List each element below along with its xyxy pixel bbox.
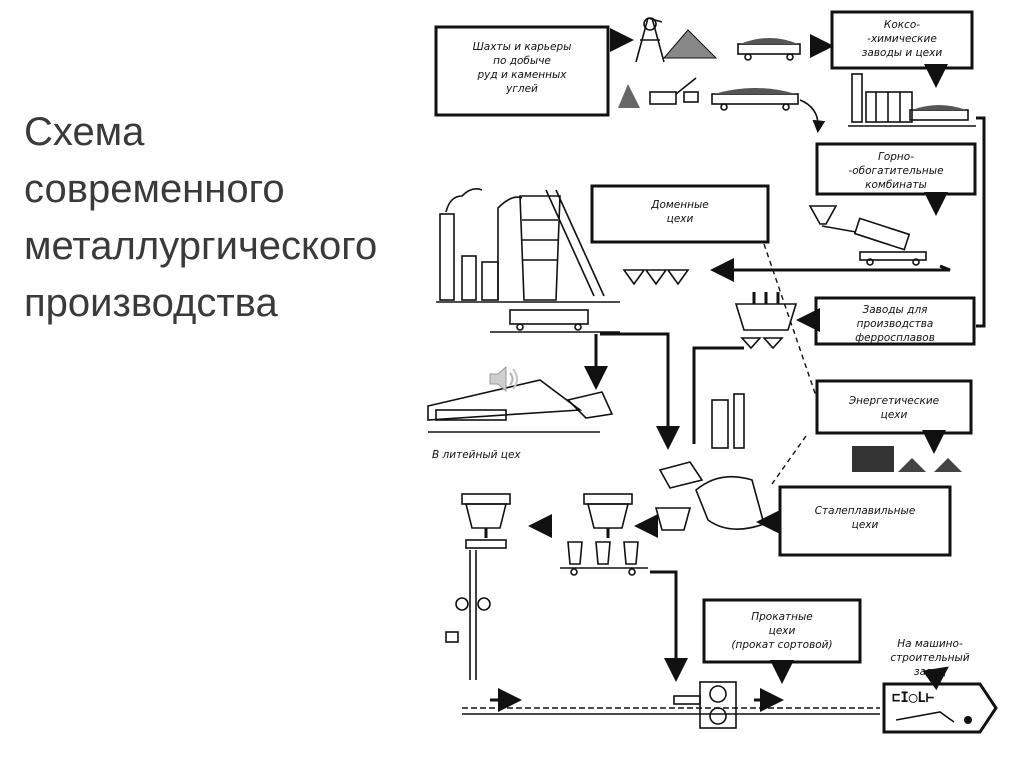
slide-title-line: производства (24, 281, 278, 325)
coal-railcar (737, 38, 801, 61)
box-blast-line: цехи (667, 213, 694, 225)
speaker-icon[interactable] (488, 364, 522, 394)
box-mines-line: Шахты и карьеры (473, 41, 572, 53)
slide-title-line: металлургического (24, 224, 378, 268)
dashed-link (771, 435, 807, 485)
converter (654, 393, 765, 531)
flow-line (650, 570, 688, 682)
energy-icons (852, 446, 962, 472)
box-ferro-line: Заводы для (863, 304, 928, 316)
box-coke-line: заводы и цехи (862, 47, 943, 59)
hopper-row (622, 269, 690, 286)
slide-title-line: Схема (24, 110, 145, 154)
rolling-stand (673, 681, 737, 729)
svg-text:⊏I◯L⊢: ⊏I◯L⊢ (892, 690, 934, 706)
product-profiles: ⊏I◯L⊢ (882, 682, 998, 734)
box-energy-line: цехи (881, 409, 908, 421)
label-machine-line: На машино- (897, 638, 963, 650)
box-energy: Энергетические цехи (815, 379, 973, 435)
box-mines-line: руд и каменных (476, 69, 567, 81)
flow-line (976, 116, 986, 328)
box-ore: Горно- -обогатительные комбинаты (815, 142, 977, 196)
mine-headframe (635, 17, 665, 63)
box-blast: Доменные цехи (590, 184, 770, 244)
flow-line (692, 346, 744, 444)
flow-line (710, 258, 951, 282)
blast-furnace (436, 188, 620, 333)
ore-pile (662, 29, 718, 59)
box-rolling-line: Прокатные (751, 611, 813, 623)
slide-title: Схема современного металлургического про… (24, 104, 444, 332)
box-ferro: Заводы для производства ферросплавов (814, 296, 976, 346)
ferroalloy-furnace (734, 292, 798, 350)
box-mines: Шахты и карьеры по добыче руд и каменных… (434, 25, 610, 117)
box-steel: Сталеплавильные цехи (778, 485, 952, 557)
excavator-scene (618, 77, 799, 111)
box-rolling: Прокатные цехи (прокат сортовой) (702, 598, 862, 664)
ladle-left (461, 493, 511, 549)
box-rolling-line: цехи (769, 625, 796, 637)
label-foundry: В литейный цех (432, 449, 521, 461)
ladle-middle (583, 493, 633, 538)
box-steel-line: цехи (852, 519, 879, 531)
ingot-moulds (560, 541, 648, 576)
box-rolling-line: (прокат сортовой) (731, 639, 832, 651)
slide-title-line: современного (24, 167, 285, 211)
box-ore-line: комбинаты (865, 179, 927, 191)
metallurgy-flow-diagram: Шахты и карьеры по добыче руд и каменных… (427, 10, 998, 734)
crusher-equipment (808, 205, 927, 266)
box-steel-line: Сталеплавильные (815, 505, 916, 517)
coke-plant (848, 73, 976, 127)
box-blast-line: Доменные (650, 199, 709, 211)
box-coke-line: Коксо- (884, 19, 920, 31)
box-mines-line: углей (505, 83, 538, 95)
box-ferro-line: ферросплавов (855, 332, 935, 344)
continuous-caster (445, 550, 491, 680)
box-ore-line: Горно- (878, 151, 914, 163)
box-coke: Коксо- -химические заводы и цехи (830, 10, 974, 70)
flow-line (799, 99, 826, 134)
roller-conveyor (462, 707, 880, 715)
box-mines-line: по добыче (493, 55, 551, 67)
box-ore-line: -обогатительные (848, 165, 943, 177)
arrow (922, 666, 949, 691)
box-ferro-line: производства (857, 318, 934, 330)
label-machine-plant: На машино- строительный завод (890, 638, 969, 678)
flow-line (600, 332, 680, 450)
box-coke-line: -химические (867, 33, 937, 45)
label-machine-line: строительный (890, 652, 969, 664)
box-energy-line: Энергетические (848, 395, 939, 407)
